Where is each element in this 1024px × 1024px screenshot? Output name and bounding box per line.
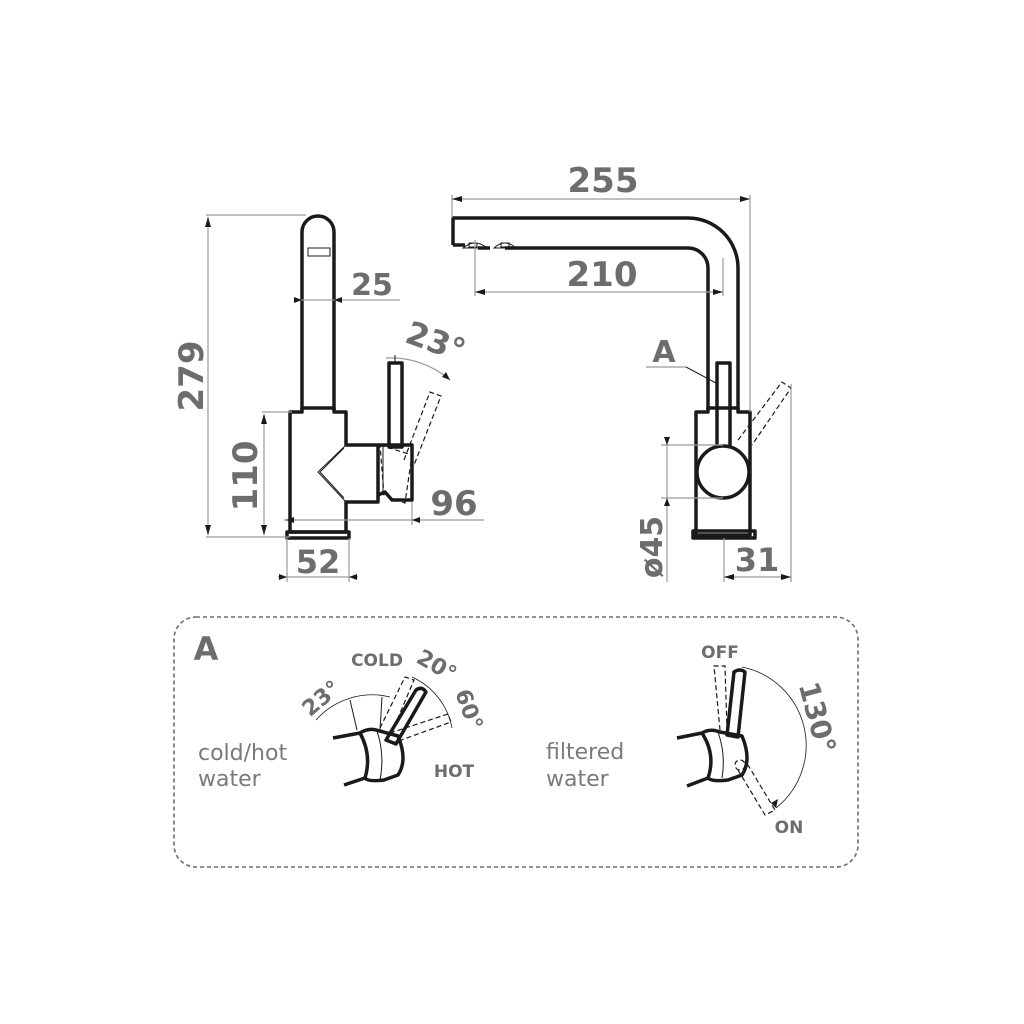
filtered-desc-line2: water bbox=[546, 767, 610, 792]
cold-hot-desc-line2: water bbox=[198, 767, 262, 792]
callout-a: A bbox=[652, 335, 676, 370]
dim-base-width: 52 bbox=[296, 543, 341, 581]
side-spout-riser bbox=[300, 214, 336, 410]
front-spout-outer bbox=[451, 216, 740, 410]
dim-total-height: 279 bbox=[172, 341, 212, 412]
front-body bbox=[694, 406, 752, 537]
front-view: 255 210 A ø45 31 bbox=[451, 161, 792, 582]
front-handle bbox=[695, 444, 751, 500]
cold-hot-angle-tilt: 23° bbox=[298, 676, 346, 722]
detail-filtered: filtered water OFF 130° ON bbox=[546, 643, 842, 838]
filtered-angle-rotation: 130° bbox=[792, 678, 843, 757]
dim-lever-offset: 31 bbox=[735, 541, 780, 579]
label-on: ON bbox=[775, 818, 804, 838]
detail-a-title: A bbox=[194, 630, 219, 668]
cold-hot-desc-line1: cold/hot bbox=[198, 741, 287, 766]
dim-lever-tilt: 23° bbox=[401, 313, 471, 369]
dim-spout-reach-total: 255 bbox=[568, 161, 639, 201]
cold-hot-lever bbox=[384, 686, 428, 746]
side-view: 279 110 25 96 52 23° bbox=[172, 214, 484, 582]
label-off: OFF bbox=[701, 643, 739, 663]
label-hot: HOT bbox=[434, 762, 475, 782]
detail-a-border bbox=[173, 616, 859, 868]
filtered-desc-line1: filtered bbox=[546, 740, 624, 765]
cold-hot-angle-hot: 60° bbox=[449, 686, 487, 734]
side-body bbox=[288, 406, 380, 534]
dim-lever-projection: 96 bbox=[430, 484, 477, 524]
side-base bbox=[285, 530, 351, 540]
filtered-lever bbox=[725, 668, 747, 739]
dim-body-height: 110 bbox=[226, 441, 266, 512]
label-cold: COLD bbox=[351, 651, 403, 671]
detail-a-panel: A cold/hot water 23° COLD 20° 60° HOT bbox=[173, 616, 859, 868]
side-aerator bbox=[307, 247, 331, 257]
dim-spout-reach-outlet: 210 bbox=[567, 255, 638, 295]
detail-cold-hot: cold/hot water 23° COLD 20° 60° HOT bbox=[198, 645, 487, 792]
front-lever bbox=[715, 361, 732, 449]
dim-spout-diameter: 25 bbox=[351, 268, 393, 303]
dim-handle-diameter: ø45 bbox=[635, 516, 670, 578]
side-lever bbox=[387, 361, 404, 449]
